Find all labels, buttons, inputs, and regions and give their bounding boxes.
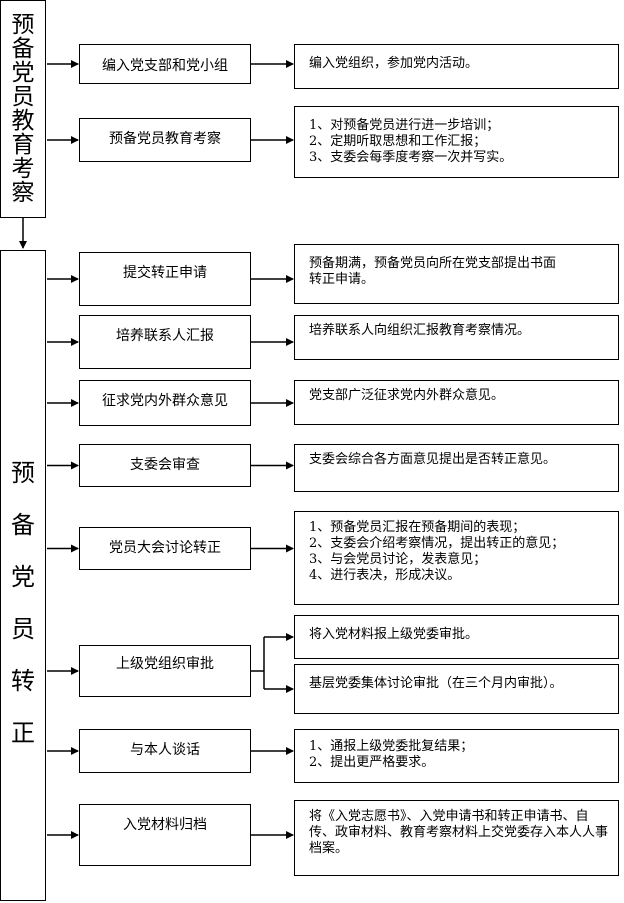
detail-text: 将《入党志愿书》、入党申请书和转正申请书、自传、政审材料、教育考察材料上交党委存… xyxy=(309,809,612,857)
detail-line: 基层党委集体讨论审批（在三个月内审批）。 xyxy=(309,676,563,691)
detail-box: 1、通报上级党委批复结果；2、提出更严格要求。 xyxy=(294,729,619,783)
detail-line: 转正申请。 xyxy=(309,272,375,287)
detail-line: 编入党组织，参加党内活动。 xyxy=(309,56,479,71)
step-label: 支委会审查 xyxy=(130,457,200,473)
section-title-char: 党 xyxy=(11,563,35,591)
section-title: 预备党员转正 xyxy=(1,447,45,759)
detail-box: 党支部广泛征求党内外群众意见。 xyxy=(294,380,619,425)
detail-line: 党支部广泛征求党内外群众意见。 xyxy=(309,388,505,403)
section-title-char: 员 xyxy=(11,84,35,110)
detail-text: 1、预备党员汇报在预备期间的表现；2、支委会介绍考察情况，提出转正的意见；3、与… xyxy=(309,520,612,584)
detail-text: 将入党材料报上级党委审批。 xyxy=(309,627,612,643)
detail-line: 3、与会党员讨论，发表意见； xyxy=(309,552,487,567)
detail-line: 将《入党志愿书》、入党申请书和转正申请书、自传、政审材料、教育考察材料上交党委存… xyxy=(309,809,609,856)
section-box-education-review: 预备党员教育考察 xyxy=(0,0,46,218)
step-label: 党员大会讨论转正 xyxy=(109,540,221,556)
detail-line: 1、对预备党员进行进一步培训； xyxy=(309,118,500,133)
section-title-char: 预 xyxy=(11,459,35,487)
detail-box: 将《入党志愿书》、入党申请书和转正申请书、自传、政审材料、教育考察材料上交党委存… xyxy=(294,800,619,876)
detail-text: 党支部广泛征求党内外群众意见。 xyxy=(309,388,612,404)
section-title-char: 育 xyxy=(11,132,35,158)
detail-box: 支委会综合各方面意见提出是否转正意见。 xyxy=(294,444,619,492)
detail-box: 基层党委集体讨论审批（在三个月内审批）。 xyxy=(294,664,619,714)
section-title: 预备党员教育考察 xyxy=(1,13,45,205)
step-box: 与本人谈话 xyxy=(79,729,251,773)
section-title-char: 党 xyxy=(11,60,35,86)
detail-line: 4、进行表决，形成决议。 xyxy=(309,568,461,583)
step-box: 党员大会讨论转正 xyxy=(79,527,251,570)
section-title-char: 察 xyxy=(11,180,35,206)
step-label: 与本人谈话 xyxy=(130,742,200,758)
step-box: 征求党内外群众意见 xyxy=(79,380,251,426)
detail-text: 基层党委集体讨论审批（在三个月内审批）。 xyxy=(309,676,612,692)
detail-line: 2、提出更严格要求。 xyxy=(309,755,435,770)
section-title-char: 教 xyxy=(11,108,35,134)
detail-text: 预备期满，预备党员向所在党支部提出书面转正申请。 xyxy=(309,256,612,288)
detail-box: 1、预备党员汇报在预备期间的表现；2、支委会介绍考察情况，提出转正的意见；3、与… xyxy=(294,511,619,605)
detail-line: 培养联系人向组织汇报教育考察情况。 xyxy=(309,323,531,338)
detail-box: 培养联系人向组织汇报教育考察情况。 xyxy=(294,315,619,360)
section-box-probation-conversion: 预备党员转正 xyxy=(0,250,46,901)
detail-box: 编入党组织，参加党内活动。 xyxy=(294,44,619,89)
detail-line: 1、通报上级党委批复结果； xyxy=(309,739,474,754)
step-label: 上级党组织审批 xyxy=(116,656,214,672)
step-box: 提交转正申请 xyxy=(79,252,251,306)
detail-text: 编入党组织，参加党内活动。 xyxy=(309,56,612,72)
step-label: 征求党内外群众意见 xyxy=(102,393,228,409)
detail-line: 3、支委会每季度考察一次并写实。 xyxy=(309,150,513,165)
step-box: 培养联系人汇报 xyxy=(79,315,251,369)
section-title-char: 考 xyxy=(11,156,35,182)
step-box: 预备党员教育考察 xyxy=(79,118,251,162)
detail-box: 将入党材料报上级党委审批。 xyxy=(294,615,619,659)
section-title-char: 转 xyxy=(11,667,35,695)
detail-text: 支委会综合各方面意见提出是否转正意见。 xyxy=(309,452,612,468)
detail-box: 预备期满，预备党员向所在党支部提出书面转正申请。 xyxy=(294,244,619,304)
detail-line: 将入党材料报上级党委审批。 xyxy=(309,627,479,642)
section-title-char: 正 xyxy=(11,719,35,747)
step-box: 编入党支部和党小组 xyxy=(79,44,251,84)
detail-box: 1、对预备党员进行进一步培训；2、定期听取思想和工作汇报；3、支委会每季度考察一… xyxy=(294,106,619,178)
detail-line: 预备期满，预备党员向所在党支部提出书面 xyxy=(309,256,557,271)
step-box: 上级党组织审批 xyxy=(79,645,251,697)
detail-line: 2、支委会介绍考察情况，提出转正的意见； xyxy=(309,536,565,551)
step-label: 培养联系人汇报 xyxy=(116,328,214,344)
detail-line: 1、预备党员汇报在预备期间的表现； xyxy=(309,520,526,535)
step-box: 入党材料归档 xyxy=(79,804,251,866)
section-title-char: 员 xyxy=(11,615,35,643)
step-label: 预备党员教育考察 xyxy=(109,131,221,147)
step-box: 支委会审查 xyxy=(79,444,251,487)
section-title-char: 备 xyxy=(11,36,35,62)
section-title-char: 备 xyxy=(11,511,35,539)
step-label: 提交转正申请 xyxy=(123,265,207,281)
detail-text: 1、对预备党员进行进一步培训；2、定期听取思想和工作汇报；3、支委会每季度考察一… xyxy=(309,118,612,166)
step-label: 入党材料归档 xyxy=(123,817,207,833)
step-label: 编入党支部和党小组 xyxy=(102,58,228,74)
detail-text: 培养联系人向组织汇报教育考察情况。 xyxy=(309,323,612,339)
detail-line: 2、定期听取思想和工作汇报； xyxy=(309,134,487,149)
detail-line: 支委会综合各方面意见提出是否转正意见。 xyxy=(309,452,557,467)
section-title-char: 预 xyxy=(11,12,35,38)
detail-text: 1、通报上级党委批复结果；2、提出更严格要求。 xyxy=(309,739,612,771)
